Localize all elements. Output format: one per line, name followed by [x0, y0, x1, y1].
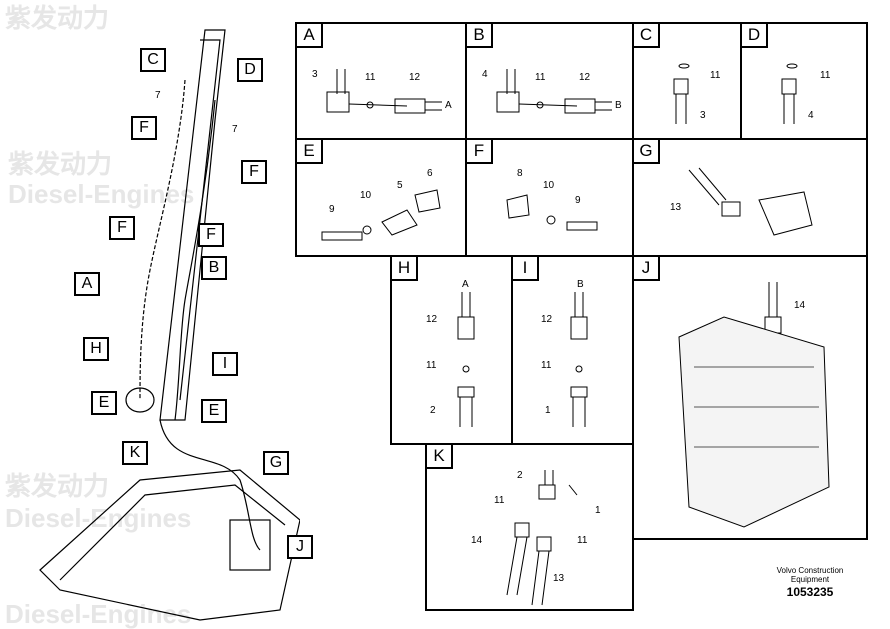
callout-f[interactable]: F	[198, 223, 224, 247]
detail-panel-d: D 11 4	[740, 22, 868, 140]
part-number: 6	[427, 168, 433, 179]
hose-line	[159, 419, 261, 551]
callout-f[interactable]: F	[109, 216, 135, 240]
callout-e[interactable]: E	[91, 391, 117, 415]
callout-k[interactable]: K	[122, 441, 148, 465]
watermark-cn: 紫发动力	[8, 149, 113, 179]
panel-label: J	[632, 255, 660, 281]
panel-label: K	[425, 443, 453, 469]
hose-line	[174, 99, 216, 421]
part-number: 14	[471, 535, 483, 546]
part-number: 2	[430, 405, 436, 416]
part-number: 4	[808, 110, 814, 121]
panel-label: D	[740, 22, 768, 48]
callout-f[interactable]: F	[241, 160, 267, 184]
document-number: 1053235	[786, 585, 834, 599]
watermark-en: Diesel-Engines	[5, 599, 192, 629]
part-number: 12	[541, 314, 553, 325]
part-number: 1	[595, 505, 601, 516]
panel-label: H	[390, 255, 418, 281]
detail-panel-j: J 14	[632, 255, 868, 540]
frame-edge	[59, 484, 286, 581]
part-number: 7	[155, 90, 161, 101]
panel-label: E	[295, 138, 323, 164]
watermark-cn: 紫发动力	[5, 471, 110, 501]
part-number: 1	[545, 405, 551, 416]
callout-f[interactable]: F	[131, 116, 157, 140]
hose-end-label: B	[615, 100, 622, 111]
control-valve	[229, 519, 271, 571]
part-number: 2	[517, 470, 523, 481]
detail-panel-g: G 13	[632, 138, 868, 257]
panel-label: G	[632, 138, 660, 164]
part-number: 11	[710, 70, 721, 81]
boom-cylinder-end	[125, 387, 155, 413]
part-number: 11	[494, 495, 505, 506]
part-number: 11	[535, 72, 546, 83]
detail-panel-e: E 6 5 10 9	[295, 138, 467, 257]
callout-b[interactable]: B	[201, 256, 227, 280]
callout-g[interactable]: G	[263, 451, 289, 475]
part-number: 7	[232, 124, 238, 135]
part-number: 8	[517, 168, 523, 179]
detail-panel-c: C 11 3	[632, 22, 742, 140]
watermark-cn: 紫发动力	[5, 3, 110, 33]
part-number: 12	[409, 72, 421, 83]
manufacturer-label: Volvo Construction Equipment	[776, 566, 844, 584]
part-number: 14	[794, 300, 806, 311]
part-number: 12	[579, 72, 591, 83]
panel-label: F	[465, 138, 493, 164]
watermark-en: Diesel-Engines	[8, 179, 195, 209]
detail-panel-b: B 4 11 12 B	[465, 22, 634, 140]
part-number: 12	[426, 314, 438, 325]
part-number: 11	[820, 70, 831, 81]
part-number: 5	[397, 180, 403, 191]
part-number: 9	[575, 195, 581, 206]
hose-end-label: A	[445, 100, 452, 111]
detail-panel-h: H A 12 11 2	[390, 255, 513, 445]
part-number: 13	[670, 202, 682, 213]
part-number: 11	[577, 535, 588, 546]
part-number: 9	[329, 204, 335, 215]
detail-panel-k: K 2 11 1 14 11 13	[425, 443, 634, 611]
detail-panel-f: F 8 10 9	[465, 138, 634, 257]
part-number: 11	[426, 360, 437, 371]
callout-d[interactable]: D	[237, 58, 263, 82]
callout-c[interactable]: C	[140, 48, 166, 72]
callout-e[interactable]: E	[201, 399, 227, 423]
upper-frame	[39, 469, 300, 621]
hose-line	[139, 79, 186, 401]
detail-panel-a: A 3 11 12 A	[295, 22, 467, 140]
hose-end-label: B	[577, 279, 584, 290]
part-number: 13	[553, 573, 565, 584]
boom-arm	[159, 29, 226, 421]
panel-label: B	[465, 22, 493, 48]
part-number: 3	[312, 69, 318, 80]
panel-label: A	[295, 22, 323, 48]
part-number: 4	[482, 69, 488, 80]
boom-overview-drawing	[39, 29, 300, 621]
callout-h[interactable]: H	[83, 337, 109, 361]
panel-label: C	[632, 22, 660, 48]
part-number: 3	[700, 110, 706, 121]
part-number: 10	[543, 180, 555, 191]
part-number: 11	[365, 72, 376, 83]
part-number: 11	[541, 360, 552, 371]
boom-edge	[179, 39, 221, 401]
panel-label: I	[511, 255, 539, 281]
callout-a[interactable]: A	[74, 272, 100, 296]
callout-j[interactable]: J	[287, 535, 313, 559]
detail-panel-i: I B 12 11 1	[511, 255, 634, 445]
hose-end-label: A	[462, 279, 469, 290]
part-number: 10	[360, 190, 372, 201]
callout-i[interactable]: I	[212, 352, 238, 376]
